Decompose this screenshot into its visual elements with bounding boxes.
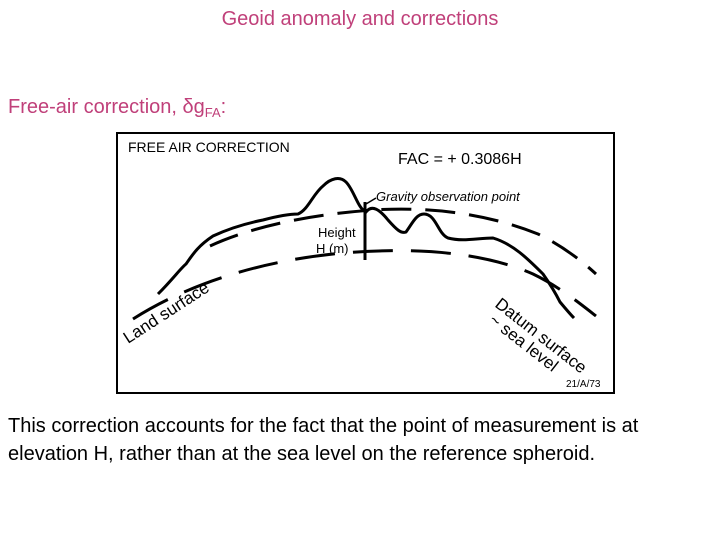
land-surface-line bbox=[156, 177, 576, 320]
datum-surface-line bbox=[132, 249, 597, 321]
upper-dashed-reference-line bbox=[209, 207, 598, 276]
free-air-correction-figure: FREE AIR CORRECTION FAC = + 0.3086H Grav… bbox=[116, 132, 615, 394]
heading-subscript: FA bbox=[204, 105, 221, 120]
section-heading: Free-air correction, δgFA: bbox=[8, 96, 226, 120]
slide-title: Geoid anomaly and corrections bbox=[221, 8, 499, 30]
land-surface-label: Land surface bbox=[120, 278, 213, 347]
heading-suffix: : bbox=[220, 96, 227, 118]
body-paragraph: This correction accounts for the fact th… bbox=[8, 415, 639, 465]
figure-svg: FREE AIR CORRECTION FAC = + 0.3086H Grav… bbox=[120, 139, 601, 390]
observation-pointer bbox=[365, 197, 377, 205]
height-units-label: H (m) bbox=[316, 241, 349, 256]
delta-symbol: δ bbox=[182, 96, 194, 118]
figure-title-label: FREE AIR CORRECTION bbox=[128, 139, 290, 155]
figure-code-label: 21/A/73 bbox=[566, 379, 601, 390]
heading-variable: g bbox=[193, 96, 205, 118]
heading-prefix: Free-air correction, bbox=[8, 96, 183, 118]
height-label: Height bbox=[318, 225, 356, 240]
observation-point-label: Gravity observation point bbox=[376, 189, 521, 204]
fac-formula-label: FAC = + 0.3086H bbox=[398, 151, 522, 168]
